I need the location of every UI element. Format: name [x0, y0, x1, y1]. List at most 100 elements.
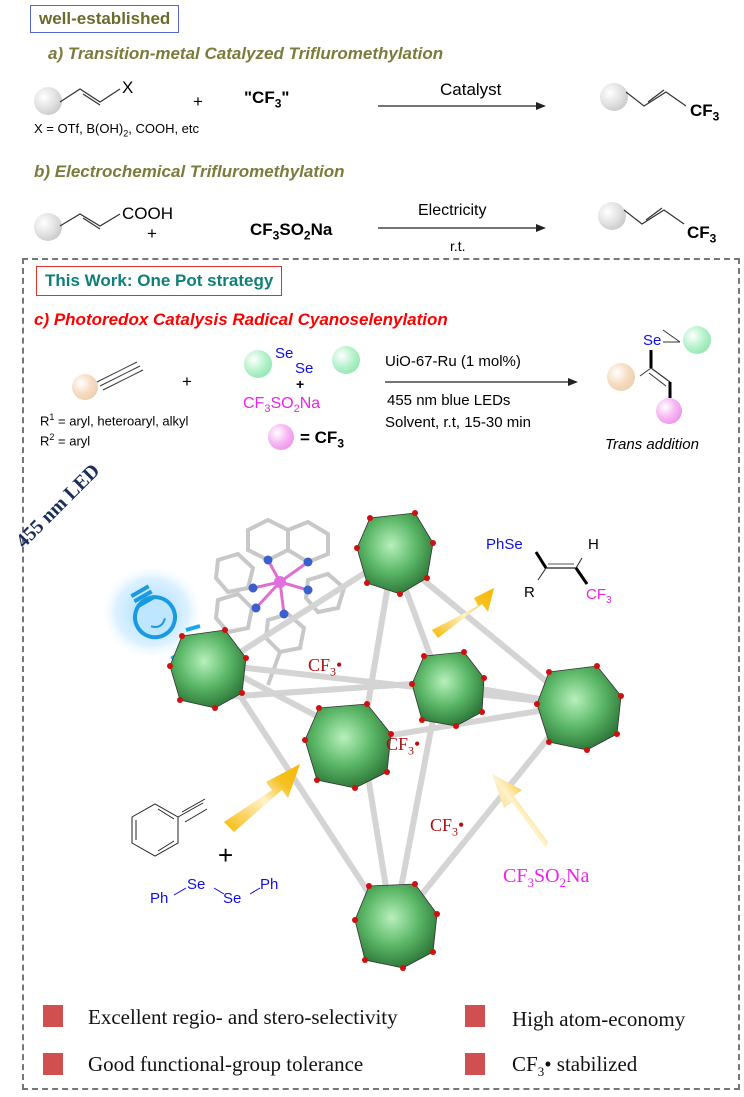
- salt-a: CF: [503, 865, 528, 887]
- r-group: R: [524, 584, 535, 601]
- alkene-bond-icon: [59, 88, 121, 106]
- cf-sub: 3: [606, 595, 612, 606]
- bullet-icon: [43, 1005, 63, 1027]
- plus-sign: +: [193, 92, 203, 111]
- bullet-icon: [465, 1005, 485, 1027]
- alkyne-bond-icon: [96, 361, 144, 391]
- light-condition: 455 nm blue LEDs: [387, 392, 511, 409]
- substrate-sphere-icon: [34, 87, 62, 115]
- solvent-condition: Solvent, r.t, 15-30 min: [385, 414, 531, 431]
- product-alkene-icon: [625, 89, 687, 107]
- r2-sup: 2: [49, 432, 55, 442]
- note-prefix: X = OTf, B(OH): [34, 121, 124, 136]
- zr-cluster-icon: [167, 627, 249, 711]
- plus-sign: +: [147, 224, 157, 243]
- product-cf3: CF3: [690, 101, 719, 123]
- reaction-arrow-icon: [385, 378, 578, 386]
- se-atom-1: Se: [275, 345, 294, 362]
- cf3-radical-label: CF3•: [386, 734, 420, 759]
- reagent-text: "CF: [244, 88, 275, 107]
- electricity-label: Electricity: [418, 202, 487, 219]
- substituent-x: X: [122, 78, 134, 97]
- well-established-tag: well-established: [30, 5, 180, 33]
- alkyne-substrate-sphere-icon: [72, 374, 98, 400]
- zr-cluster-icon: [302, 701, 394, 791]
- radical-sub: 3: [408, 743, 415, 758]
- cf-prefix: CF: [512, 1052, 538, 1076]
- aryl-sphere-icon: [332, 346, 360, 374]
- section-a-title: a) Transition-metal Catalyzed Triflurome…: [48, 44, 444, 63]
- product-sphere-icon: [598, 202, 626, 230]
- product-text: CF: [690, 101, 713, 120]
- radical-cf: CF: [386, 734, 409, 754]
- salt-sub1: 3: [264, 403, 271, 416]
- se-atom-2: Se: [223, 890, 242, 907]
- salt-c: Na: [299, 395, 321, 412]
- product-se-atom: Se: [643, 332, 662, 349]
- product-cf3: CF3: [586, 586, 612, 606]
- bullet-icon: [43, 1053, 63, 1075]
- reaction-arrow-icon: [378, 224, 546, 232]
- cf3-sphere-icon: [656, 398, 682, 424]
- reagent-sub2: 2: [303, 228, 311, 243]
- light-bulb-icon: [100, 564, 204, 670]
- salt-a: CF: [243, 395, 265, 412]
- cf3-radical-label: CF3•: [308, 655, 342, 680]
- feature-selectivity: Excellent regio- and stero-selectivity: [88, 1005, 398, 1029]
- plus-sign: +: [218, 840, 234, 870]
- phse-group: PhSe: [486, 536, 523, 553]
- cf-sub: 3: [537, 1064, 545, 1080]
- cf-text: CF: [586, 586, 606, 603]
- reagent-sub1: 3: [272, 228, 280, 243]
- aryl-sphere-icon: [244, 350, 272, 378]
- product-skeleton-icon: [639, 329, 681, 398]
- radical-cf: CF: [308, 655, 331, 675]
- section-b-title: b) Electrochemical Trifluromethylation: [34, 162, 345, 181]
- phenylacetylene-icon: [131, 798, 208, 857]
- bullet-icon: [465, 1053, 485, 1075]
- cf3-reagent: "CF3": [244, 88, 289, 110]
- product-sub: 3: [712, 109, 720, 124]
- acrylic-bond-icon: [59, 213, 121, 230]
- se-bonds-icon: [173, 887, 261, 896]
- x-definition-note: X = OTf, B(OH)2, COOH, etc: [34, 121, 199, 139]
- cooh-group: COOH: [122, 204, 173, 223]
- product-cf3: CF3: [687, 223, 716, 245]
- se-atom-2: Se: [295, 360, 314, 377]
- cf3so2na-label: CF3SO2Na: [503, 865, 589, 891]
- radical-dot: •: [458, 815, 465, 835]
- this-work-panel: [22, 258, 740, 1090]
- vinyl-bond-icon: [534, 551, 589, 585]
- r1-text: = aryl, heteroaryl, alkyl: [54, 413, 189, 429]
- product-alkene-icon: [623, 207, 685, 225]
- plus-sign: +: [296, 376, 305, 392]
- reagent-a: CF: [250, 220, 273, 239]
- feature-cf3-stabilized: CF3• stabilized: [512, 1052, 637, 1080]
- radical-cf: CF: [430, 815, 453, 835]
- acid-substrate-sphere-icon: [34, 213, 62, 241]
- legend-sub: 3: [337, 436, 344, 451]
- aryl-sphere-icon: [683, 326, 711, 354]
- legend-eq: = CF: [300, 428, 338, 447]
- radical-sub: 3: [452, 824, 459, 839]
- salt-c: Na: [566, 865, 590, 887]
- salt-sub2: 2: [559, 875, 567, 890]
- salt-sub1: 3: [527, 875, 534, 890]
- salt-sub2: 2: [293, 403, 300, 416]
- r1-sup: 1: [49, 412, 55, 422]
- alkyne-sphere-icon: [607, 363, 635, 391]
- salt-b: SO: [533, 865, 560, 887]
- ru-complex-icon: [213, 517, 347, 686]
- trans-addition-caption: Trans addition: [605, 436, 699, 453]
- cf3so2na-reagent: CF3SO2Na: [250, 220, 332, 242]
- reagent-sub: 3: [274, 96, 282, 111]
- r1-prefix: R: [40, 413, 50, 429]
- note-sub: 2: [123, 128, 129, 139]
- radical-sub: 3: [330, 664, 337, 679]
- product-text: CF: [687, 223, 710, 242]
- radical-dot: •: [336, 655, 343, 675]
- cf3-legend-text: = CF3: [300, 428, 344, 450]
- reagent-c: Na: [310, 220, 333, 239]
- zr-cluster-icon: [409, 649, 487, 729]
